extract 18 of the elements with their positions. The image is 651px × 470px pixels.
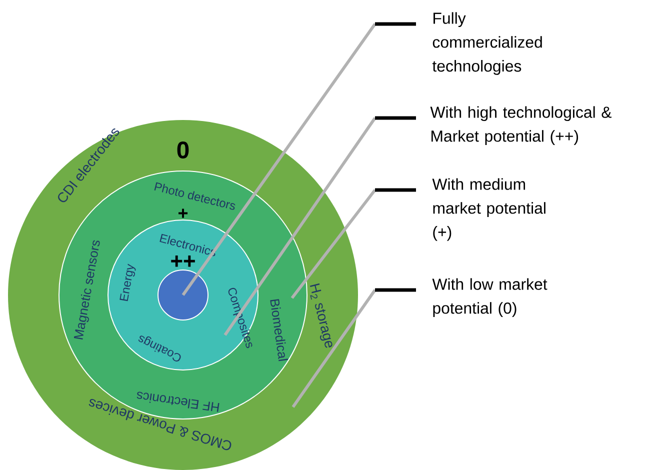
leader-line — [292, 288, 416, 408]
ring-label: HF Electronics — [136, 392, 220, 412]
center-disk — [158, 269, 208, 320]
legend-text: Fully commercialized technologies — [432, 12, 542, 75]
ring-label: Photo detectors — [154, 182, 236, 210]
leader-line — [224, 116, 416, 336]
legend-text: With medium market potential (+) — [432, 178, 546, 241]
level-symbol: 0 — [177, 142, 189, 158]
level-symbol: + — [178, 208, 188, 218]
legend-text: With low market potential (0) — [432, 278, 548, 317]
ring-label: Biomedical — [270, 299, 288, 362]
ring-label: Energy — [120, 264, 136, 302]
legend-text: With high technological & Market potential (++) — [430, 106, 612, 145]
ring-label: H$_{2}$ storage — [310, 283, 332, 348]
leader-line — [290, 188, 416, 299]
level-symbol: ++ — [171, 256, 195, 267]
ring-label: Magnetic sensors — [74, 240, 100, 340]
leader-line — [182, 22, 416, 296]
